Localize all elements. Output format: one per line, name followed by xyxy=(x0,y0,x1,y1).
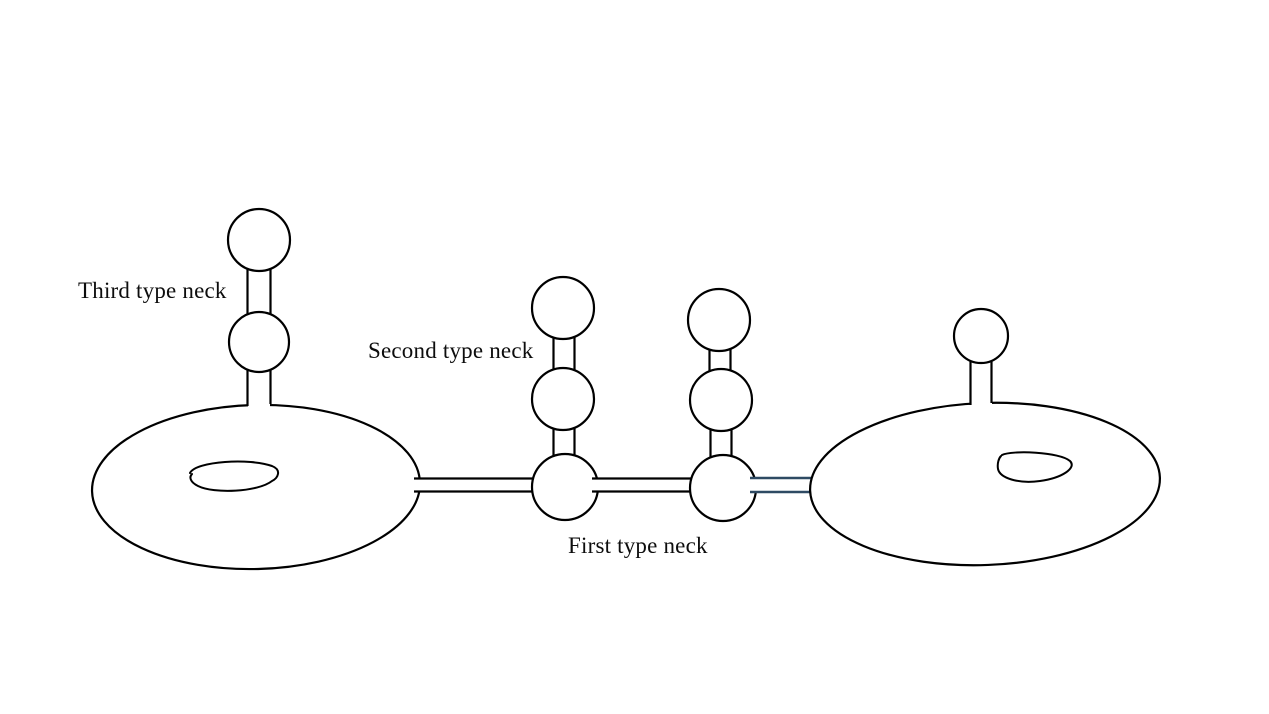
right-torus-hole-icon xyxy=(996,451,1073,483)
right-torus-group xyxy=(809,307,1161,567)
left-torus-hole-icon xyxy=(189,460,279,492)
right-junction-bead xyxy=(688,453,758,523)
neck-right-torus-to-bead xyxy=(969,358,993,406)
third-type-neck-stack xyxy=(226,207,292,408)
right-stack-top-bead xyxy=(686,287,752,353)
mid-stack-mid-bead xyxy=(530,366,596,432)
right-stack-mid-bead xyxy=(688,367,754,433)
mid-stack-top-bead xyxy=(530,275,596,341)
neck-mid-stack-upper xyxy=(552,334,576,372)
neck-mid-to-right-junction xyxy=(592,477,696,493)
second-type-neck-stack-right xyxy=(686,287,758,523)
second-type-neck-stack-left xyxy=(530,275,600,522)
left-torus-group xyxy=(90,403,422,571)
label-first-type-neck: First type neck xyxy=(568,533,708,558)
neck-left-torus-to-mid-junction xyxy=(414,477,538,493)
left-stack-top-bead xyxy=(226,207,292,273)
neck-mid-stack-lower xyxy=(552,425,576,461)
left-stack-mid-bead xyxy=(227,310,291,374)
label-third-type-neck: Third type neck xyxy=(78,278,227,303)
neck-right-stack-upper xyxy=(708,346,732,374)
neck-left-mid-to-top-bead xyxy=(246,266,272,316)
mid-junction-bead xyxy=(530,452,600,522)
neck-right-stack-lower xyxy=(709,426,733,460)
right-torus-surface xyxy=(809,401,1161,567)
label-second-type-neck: Second type neck xyxy=(368,338,534,363)
neck-left-torus-to-mid-bead xyxy=(246,368,272,408)
right-torus-bead xyxy=(952,307,1010,365)
